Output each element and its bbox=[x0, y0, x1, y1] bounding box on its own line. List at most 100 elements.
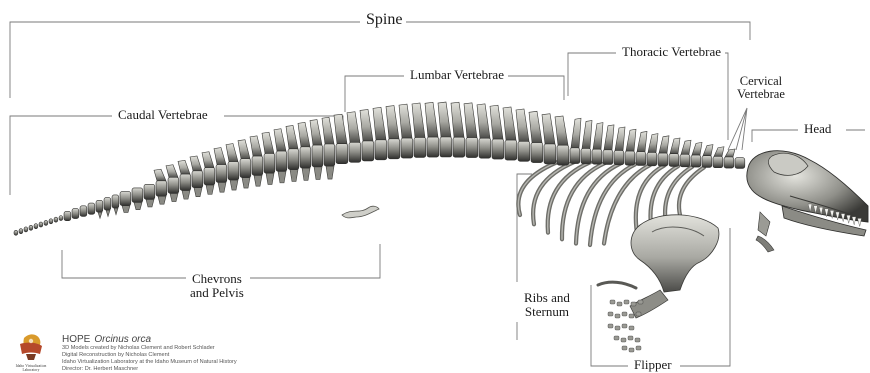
vertebra bbox=[505, 140, 517, 160]
vertebra bbox=[204, 168, 215, 185]
vertebra bbox=[336, 144, 348, 164]
vertebra bbox=[544, 144, 556, 164]
vertebra bbox=[570, 148, 580, 164]
vertebra bbox=[557, 145, 569, 165]
credits-line-4: Director: Dr. Herbert Maschner bbox=[62, 366, 237, 373]
vertebra bbox=[72, 209, 79, 219]
ribs-label-line2: Sternum bbox=[524, 305, 570, 319]
skull bbox=[747, 151, 868, 252]
vertebra bbox=[120, 192, 131, 206]
vertebra bbox=[375, 140, 387, 160]
vertebra bbox=[112, 195, 119, 208]
vertebra bbox=[362, 141, 374, 161]
vertebra bbox=[88, 203, 95, 214]
vertebra bbox=[34, 224, 38, 229]
vertebra bbox=[401, 138, 413, 158]
vertebra bbox=[479, 138, 491, 158]
vertebra bbox=[466, 138, 478, 158]
vertebra bbox=[625, 151, 635, 165]
vertebra bbox=[713, 156, 723, 167]
ivl-logo-emblem-icon bbox=[6, 330, 56, 364]
vertebra bbox=[252, 156, 263, 175]
vertebra bbox=[636, 152, 646, 166]
chevrons-pelvis-label: Chevrons and Pelvis bbox=[186, 272, 248, 299]
vertebra bbox=[144, 184, 155, 199]
vertebra bbox=[592, 149, 602, 164]
spine-label: Spine bbox=[362, 12, 406, 29]
cervical-vertebrae-label: Cervical Vertebrae bbox=[733, 75, 789, 101]
vertebra bbox=[39, 222, 43, 227]
vertebra bbox=[581, 148, 591, 163]
credits-line-2: Digital Reconstruction by Nicholas Cleme… bbox=[62, 352, 237, 359]
credits-block: HOPE Orcinus orca 3D Models created by Ni… bbox=[62, 334, 237, 373]
vertebra bbox=[132, 188, 143, 202]
vertebra bbox=[14, 230, 18, 235]
vertebra bbox=[240, 159, 251, 178]
vertebra bbox=[680, 154, 690, 166]
cervical-pointers bbox=[728, 108, 747, 150]
vertebra bbox=[427, 137, 439, 157]
credits-title-row: HOPE Orcinus orca bbox=[62, 334, 237, 345]
credits-line-1: 3D Models created by Nicholas Clement an… bbox=[62, 345, 237, 352]
vertebra bbox=[180, 174, 191, 190]
spine-bracket bbox=[10, 22, 750, 98]
vertebra bbox=[96, 200, 103, 212]
vertebra bbox=[64, 211, 71, 220]
flipper-label: Flipper bbox=[630, 358, 676, 372]
vertebra bbox=[288, 149, 299, 170]
vertebra bbox=[669, 154, 679, 167]
vertebra bbox=[531, 143, 543, 163]
chevrons-label-line1: Chevrons bbox=[190, 272, 244, 286]
vertebra bbox=[264, 153, 275, 173]
vertebra bbox=[19, 229, 23, 234]
caudal-vertebrae-label: Caudal Vertebrae bbox=[114, 108, 212, 122]
ivl-logo: Idaho Virtualization Laboratory bbox=[6, 330, 56, 372]
vertebra bbox=[647, 152, 657, 165]
logo-text-line2: Laboratory bbox=[6, 368, 56, 372]
pelvis-bone bbox=[342, 206, 379, 218]
thoracic-bracket bbox=[568, 53, 728, 140]
vertebra bbox=[276, 151, 287, 171]
vertebra bbox=[216, 165, 227, 183]
vertebra bbox=[724, 157, 734, 168]
vertebra bbox=[518, 141, 530, 161]
vertebra bbox=[168, 177, 179, 193]
vertebra bbox=[614, 150, 624, 164]
vertebra bbox=[603, 150, 613, 165]
vertebra bbox=[44, 220, 48, 225]
vertebra bbox=[492, 139, 504, 159]
vertebra bbox=[453, 137, 465, 157]
thoracic-vertebrae-label: Thoracic Vertebrae bbox=[618, 45, 725, 59]
vertebra bbox=[658, 153, 668, 166]
cervical-label-line2: Vertebrae bbox=[737, 88, 785, 101]
vertebra bbox=[80, 206, 87, 217]
vertebra bbox=[300, 147, 311, 168]
vertebra bbox=[104, 198, 111, 211]
chevrons-label-line2: and Pelvis bbox=[190, 286, 244, 300]
flipper-bones bbox=[598, 215, 719, 352]
vertebra bbox=[414, 137, 426, 157]
vertebra bbox=[228, 162, 239, 180]
ribs-label-line1: Ribs and bbox=[524, 291, 570, 305]
lumbar-vertebrae-label: Lumbar Vertebrae bbox=[406, 68, 508, 82]
vertebra bbox=[349, 142, 361, 162]
vertebra bbox=[24, 227, 28, 232]
credits-line-3: Idaho Virtualization Laboratory at the I… bbox=[62, 359, 237, 366]
ribs-sternum-label: Ribs and Sternum bbox=[520, 291, 574, 318]
vertebra bbox=[388, 139, 400, 159]
vertebra bbox=[49, 219, 53, 224]
vertebra bbox=[735, 158, 745, 169]
vertebra bbox=[29, 225, 33, 230]
vertebra bbox=[59, 216, 63, 221]
vertebra bbox=[312, 145, 323, 167]
vertebra bbox=[192, 171, 203, 188]
ivl-logo-text: Idaho Virtualization Laboratory bbox=[6, 364, 56, 372]
vertebra bbox=[691, 155, 701, 167]
vertebra bbox=[440, 137, 452, 157]
credits-species: Orcinus orca bbox=[94, 334, 151, 345]
credits-title: HOPE bbox=[62, 334, 90, 345]
vertebra bbox=[702, 156, 712, 168]
head-label: Head bbox=[800, 122, 835, 136]
